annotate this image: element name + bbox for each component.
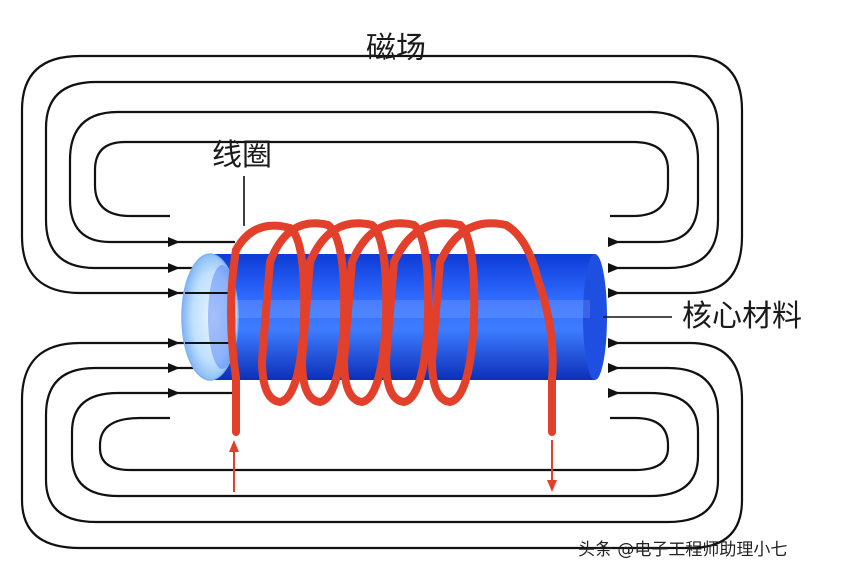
coil-label: 线圈 — [212, 138, 272, 173]
field-lines-core-end — [185, 292, 232, 344]
current-arrow-out — [547, 440, 557, 492]
arrow-up-icon — [229, 440, 239, 452]
magnetic-field-label: 磁场 — [366, 31, 426, 66]
field-lines-bottom — [20, 341, 744, 550]
field-arrows-left — [168, 237, 180, 398]
arrow-down-icon — [547, 480, 557, 492]
core-material-label: 核心材料 — [682, 299, 802, 334]
field-lines-top — [20, 54, 744, 295]
watermark-text: 头条 @电子工程师助理小七 — [578, 540, 788, 560]
current-arrow-in — [229, 440, 239, 492]
field-arrows-right — [608, 237, 620, 398]
coil-wire — [227, 219, 557, 436]
